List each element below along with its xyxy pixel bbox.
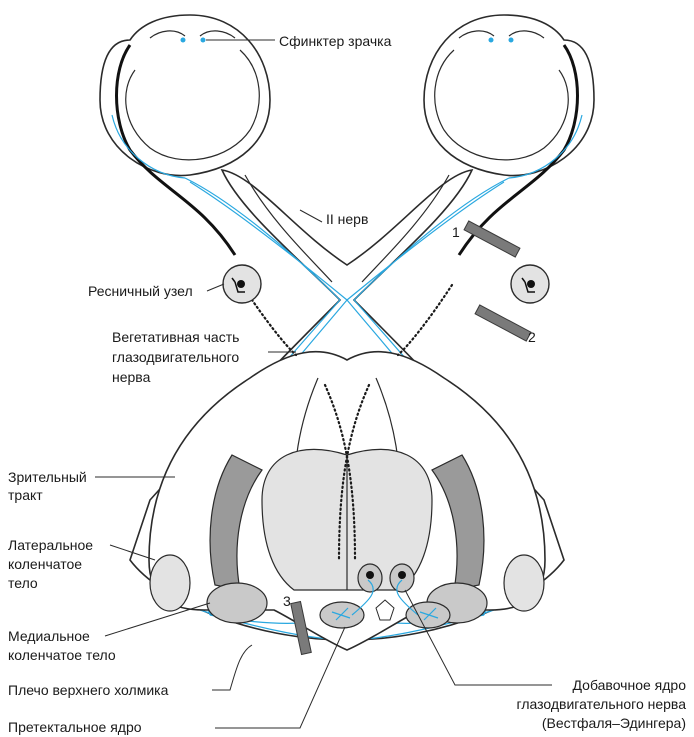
lesion-2-bar	[475, 305, 531, 341]
label-optic-tract: Зрительный тракт	[8, 469, 87, 503]
svg-text:коленчатое: коленчатое	[8, 556, 82, 572]
lesion-1-number: 1	[452, 224, 460, 240]
label-vegetative-part: Вегетативная часть глазодвигательного не…	[112, 329, 239, 385]
label-medial-geniculate: Медиальное коленчатое тело	[8, 628, 116, 663]
svg-text:тело: тело	[8, 575, 38, 591]
lesion-1-bar	[464, 221, 520, 257]
svg-text:Латеральное: Латеральное	[8, 537, 93, 553]
lesion-3-number: 3	[283, 593, 291, 609]
svg-text:тракт: тракт	[8, 487, 43, 503]
ciliary-ganglion-left	[223, 265, 261, 303]
svg-text:глазодвигательного нерва: глазодвигательного нерва	[517, 696, 687, 712]
label-brachium: Плечо верхнего холмика	[8, 682, 169, 698]
svg-text:нерва: нерва	[112, 369, 151, 385]
ciliary-ganglion-right	[511, 265, 549, 303]
label-sphincter: Сфинктер зрачка	[279, 33, 392, 49]
label-ciliary-ganglion: Ресничный узел	[88, 283, 193, 299]
svg-text:Добавочное ядро: Добавочное ядро	[573, 677, 687, 693]
label-pretectal: Претектальное ядро	[8, 719, 142, 735]
svg-text:Зрительный: Зрительный	[8, 469, 87, 485]
label-optic-nerve: II нерв	[326, 211, 368, 227]
svg-text:Вегетативная часть: Вегетативная часть	[112, 329, 239, 345]
lesion-2-number: 2	[528, 329, 536, 345]
label-lateral-geniculate: Латеральное коленчатое тело	[8, 537, 93, 591]
svg-text:коленчатое тело: коленчатое тело	[8, 647, 116, 663]
svg-text:глазодвигательного: глазодвигательного	[112, 349, 239, 365]
svg-text:(Вестфаля–Эдингера): (Вестфаля–Эдингера)	[542, 715, 686, 731]
svg-text:Медиальное: Медиальное	[8, 628, 90, 644]
